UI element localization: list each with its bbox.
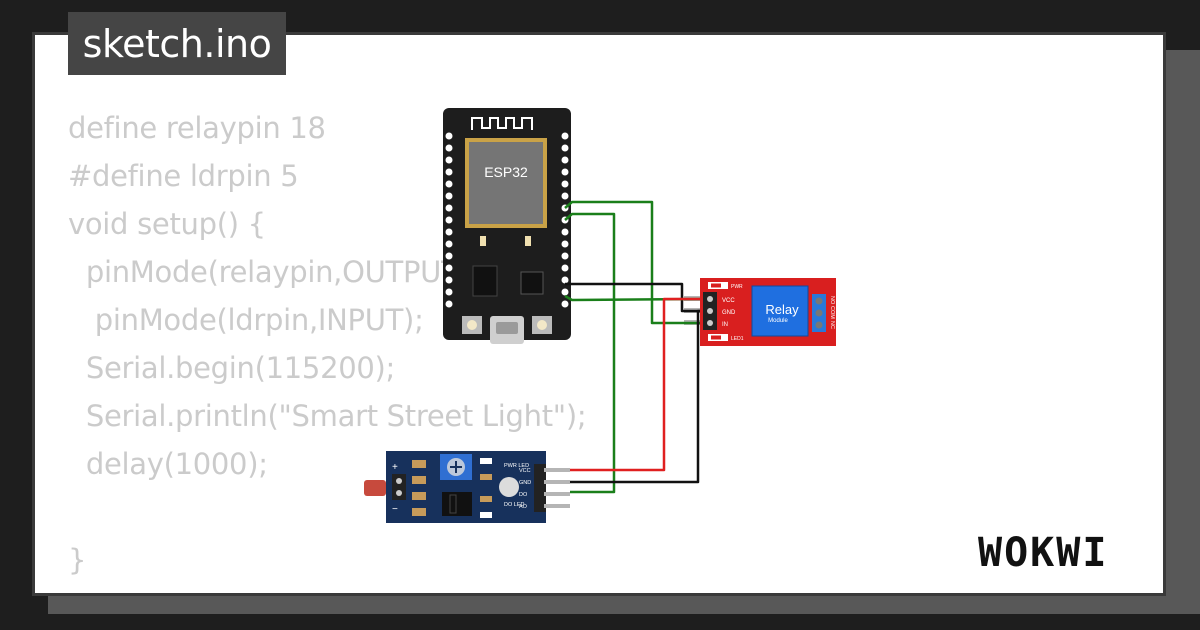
code-line: Serial.begin(115200); — [68, 351, 396, 385]
relay-terminal-nc: NC — [829, 321, 835, 329]
wire-relay-vcc[interactable] — [564, 294, 701, 302]
relay-sublabel: Module — [768, 318, 788, 324]
relay-module[interactable]: VCC GND IN PWR LED1 Relay Module NO COM … — [684, 278, 836, 346]
code-line: Serial.println("Smart Street Light"); — [68, 399, 587, 433]
code-line: #define ldrpin 5 — [68, 159, 299, 193]
code-line: define relaypin 18 — [68, 111, 326, 145]
esp32-label: ESP32 — [484, 164, 528, 180]
wires — [564, 200, 701, 494]
relay-pin-gnd: GND — [722, 310, 736, 316]
relay-pin-vcc: VCC — [722, 298, 735, 304]
wire-relay-gnd[interactable] — [565, 282, 700, 313]
code-snippet: define relaypin 18 #define ldrpin 5 void… — [68, 104, 587, 584]
sensor-led-do: DO LED — [504, 502, 525, 508]
wire-sensor-do[interactable] — [564, 212, 616, 494]
code-line: pinMode(relaypin,OUTPUT); — [68, 255, 479, 289]
code-line: pinMode(ldrpin,INPUT); — [68, 303, 424, 337]
ldr-sensor-module[interactable]: + − PWR LED DO LED VCC GND DO AO — [364, 451, 570, 523]
filename-tab[interactable]: sketch.ino — [68, 12, 286, 75]
code-line: void setup() { — [68, 207, 266, 241]
preview-card — [32, 32, 1166, 596]
wire-sensor-vcc[interactable] — [570, 297, 700, 472]
wokwi-logo: WOKWI — [978, 530, 1108, 576]
sensor-minus: − — [392, 504, 398, 515]
sensor-pin-vcc: VCC — [519, 468, 531, 474]
relay-terminal-com: COM — [829, 306, 835, 319]
wokwi-logo-text: WOKWI — [978, 530, 1108, 576]
relay-led-pwr: PWR — [731, 284, 743, 290]
relay-led-1: LED1 — [731, 336, 744, 342]
relay-label: Relay — [765, 302, 799, 317]
wire-relay-in[interactable] — [564, 200, 700, 325]
code-line: } — [68, 543, 87, 577]
relay-terminal-no: NO — [829, 296, 835, 305]
relay-pin-in: IN — [722, 322, 728, 328]
wire-sensor-gnd[interactable] — [570, 309, 700, 484]
sensor-pin-ao: AO — [519, 504, 528, 510]
sensor-pin-do: DO — [519, 492, 528, 498]
code-line: delay(1000); — [68, 447, 268, 481]
esp32-board[interactable]: ESP32 — [443, 108, 571, 344]
sensor-pin-gnd: GND — [519, 480, 531, 486]
sensor-led-pwr: PWR LED — [504, 463, 529, 469]
sensor-plus: + — [392, 462, 398, 473]
